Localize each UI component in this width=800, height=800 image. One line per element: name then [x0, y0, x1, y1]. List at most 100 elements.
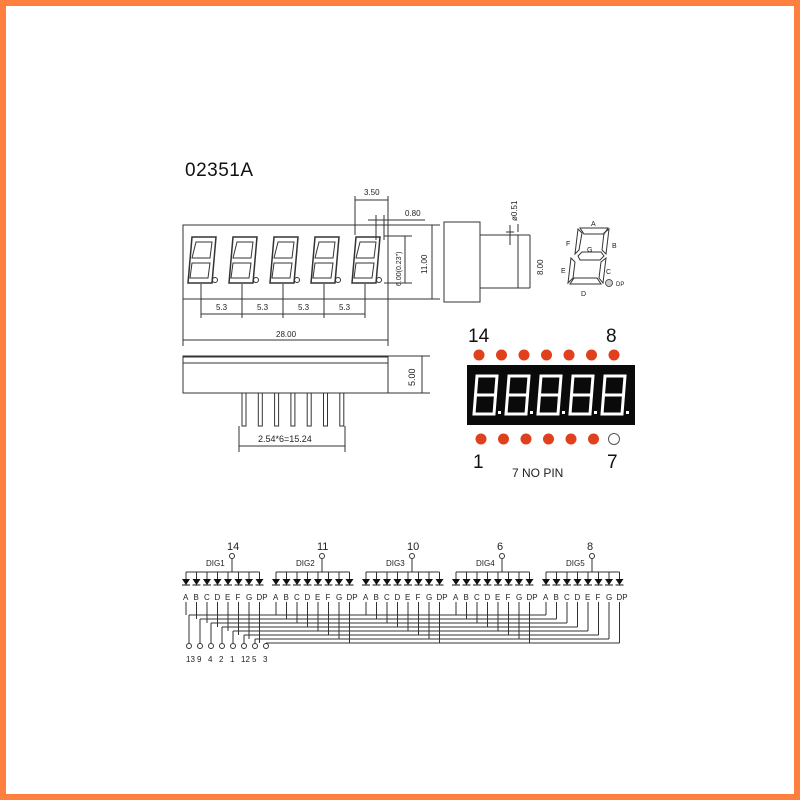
pin-label-8: 8 [606, 326, 617, 347]
legend-label-c: C [606, 269, 611, 276]
front-digit-inner-top [191, 241, 213, 259]
no-pin-dot [608, 433, 620, 445]
digit-label: DIG1 [206, 559, 225, 568]
legend-label-b: B [612, 243, 617, 250]
diode-symbol [234, 579, 243, 585]
bottom-pin-dot [475, 433, 487, 445]
bottom-pin-dots [475, 433, 599, 445]
legend-label-f: F [566, 241, 570, 248]
digit-height-label: 6.00(0.23") [396, 252, 403, 286]
diode-symbol [425, 579, 433, 585]
top-pin-dot [496, 349, 507, 361]
segment-label: A [363, 593, 369, 602]
segment-label: C [294, 593, 300, 602]
diode-symbol [224, 579, 232, 585]
bottom-pin-dot [565, 433, 577, 445]
segment-label: C [474, 593, 480, 602]
diode-symbol [542, 579, 550, 585]
segment-pin-label: 3 [263, 655, 268, 664]
front-digit-outline [310, 236, 340, 284]
diode-symbol [483, 579, 492, 585]
front-digit-dp [376, 277, 382, 283]
segment-label: F [416, 593, 421, 602]
pin-leg [323, 392, 328, 427]
front-digit-outline [228, 236, 258, 284]
front-digit-inner-top [314, 241, 336, 259]
diode-symbol [213, 579, 222, 585]
front-view [182, 196, 440, 346]
top-pin-dot [563, 349, 575, 361]
segment-pin [186, 643, 192, 649]
segment-label: B [464, 593, 469, 602]
digit-common-pin [229, 553, 235, 559]
diode-symbol [573, 579, 582, 585]
bottom-pin-dot [498, 433, 509, 445]
digit-pin-label: 10 [407, 541, 419, 553]
legend-digit [567, 227, 610, 285]
display-digit-dp [562, 411, 565, 414]
segment-label: A [453, 593, 459, 602]
segment-pin [241, 643, 247, 649]
diode-symbol [605, 579, 613, 585]
segment-pin-label: 2 [219, 655, 224, 664]
diode-symbol [462, 579, 471, 585]
segment-label: DP [617, 593, 628, 602]
segment-pin-label: 4 [208, 655, 213, 664]
diode-symbol [404, 579, 412, 585]
diode-symbol [272, 579, 280, 585]
pitch-label-4: 5.3 [339, 303, 351, 312]
top-pin-dot [608, 349, 620, 361]
pin-label-14: 14 [468, 326, 490, 347]
diode-symbol [473, 579, 481, 585]
front-digit-dp [335, 277, 341, 283]
top-pin-dot [473, 349, 485, 361]
segment-label: G [516, 593, 522, 602]
display-digit-dp [530, 411, 533, 414]
side-view [443, 221, 531, 303]
front-digit-inner-bottom [312, 262, 334, 279]
legend-label-a: A [591, 221, 596, 228]
bottom-view-body [182, 355, 389, 394]
segment-label: C [204, 593, 210, 602]
diode-symbol [594, 579, 603, 585]
diode-symbol [245, 579, 253, 585]
segment-label: F [236, 593, 241, 602]
diode-symbol [563, 579, 571, 585]
front-digit-inner-top [232, 241, 254, 259]
legend-dp-dot [605, 279, 613, 287]
segment-label: F [326, 593, 331, 602]
display-digit [472, 374, 499, 416]
pitch-label-3: 5.3 [298, 303, 310, 312]
segment-label: D [485, 593, 491, 602]
segment-label: B [554, 593, 559, 602]
diode-symbol [435, 579, 444, 585]
display-digit-dp [626, 411, 629, 414]
bottom-view-labels: 5.00 2.54*6=15.24 [258, 368, 417, 444]
diode-symbol [372, 579, 381, 585]
diode-symbol [192, 579, 201, 585]
bottom-view [182, 355, 430, 452]
segment-label: A [183, 593, 189, 602]
segment-label: G [606, 593, 612, 602]
front-digit-dp [294, 277, 300, 283]
front-digit-inner-bottom [230, 262, 252, 279]
pin-leg [290, 392, 296, 427]
legend-segment-c [598, 256, 607, 285]
segment-label: F [596, 593, 601, 602]
side-height-label: 8.00 [536, 259, 545, 275]
display-digit [568, 374, 595, 416]
width-label: 28.00 [276, 330, 297, 339]
segment-label: E [405, 593, 410, 602]
diode-symbol [552, 579, 561, 585]
pin-label-7: 7 [607, 452, 618, 473]
diode-symbol [414, 579, 423, 585]
front-digit-outline [351, 236, 381, 284]
pin-leg [257, 392, 263, 427]
side-view-frame [479, 234, 519, 289]
front-digit-dp [253, 277, 259, 283]
top-pin-dot [541, 349, 552, 361]
diode-symbol [383, 579, 391, 585]
segment-pin-label: 1 [230, 655, 235, 664]
front-digit-inner-bottom [189, 262, 211, 279]
